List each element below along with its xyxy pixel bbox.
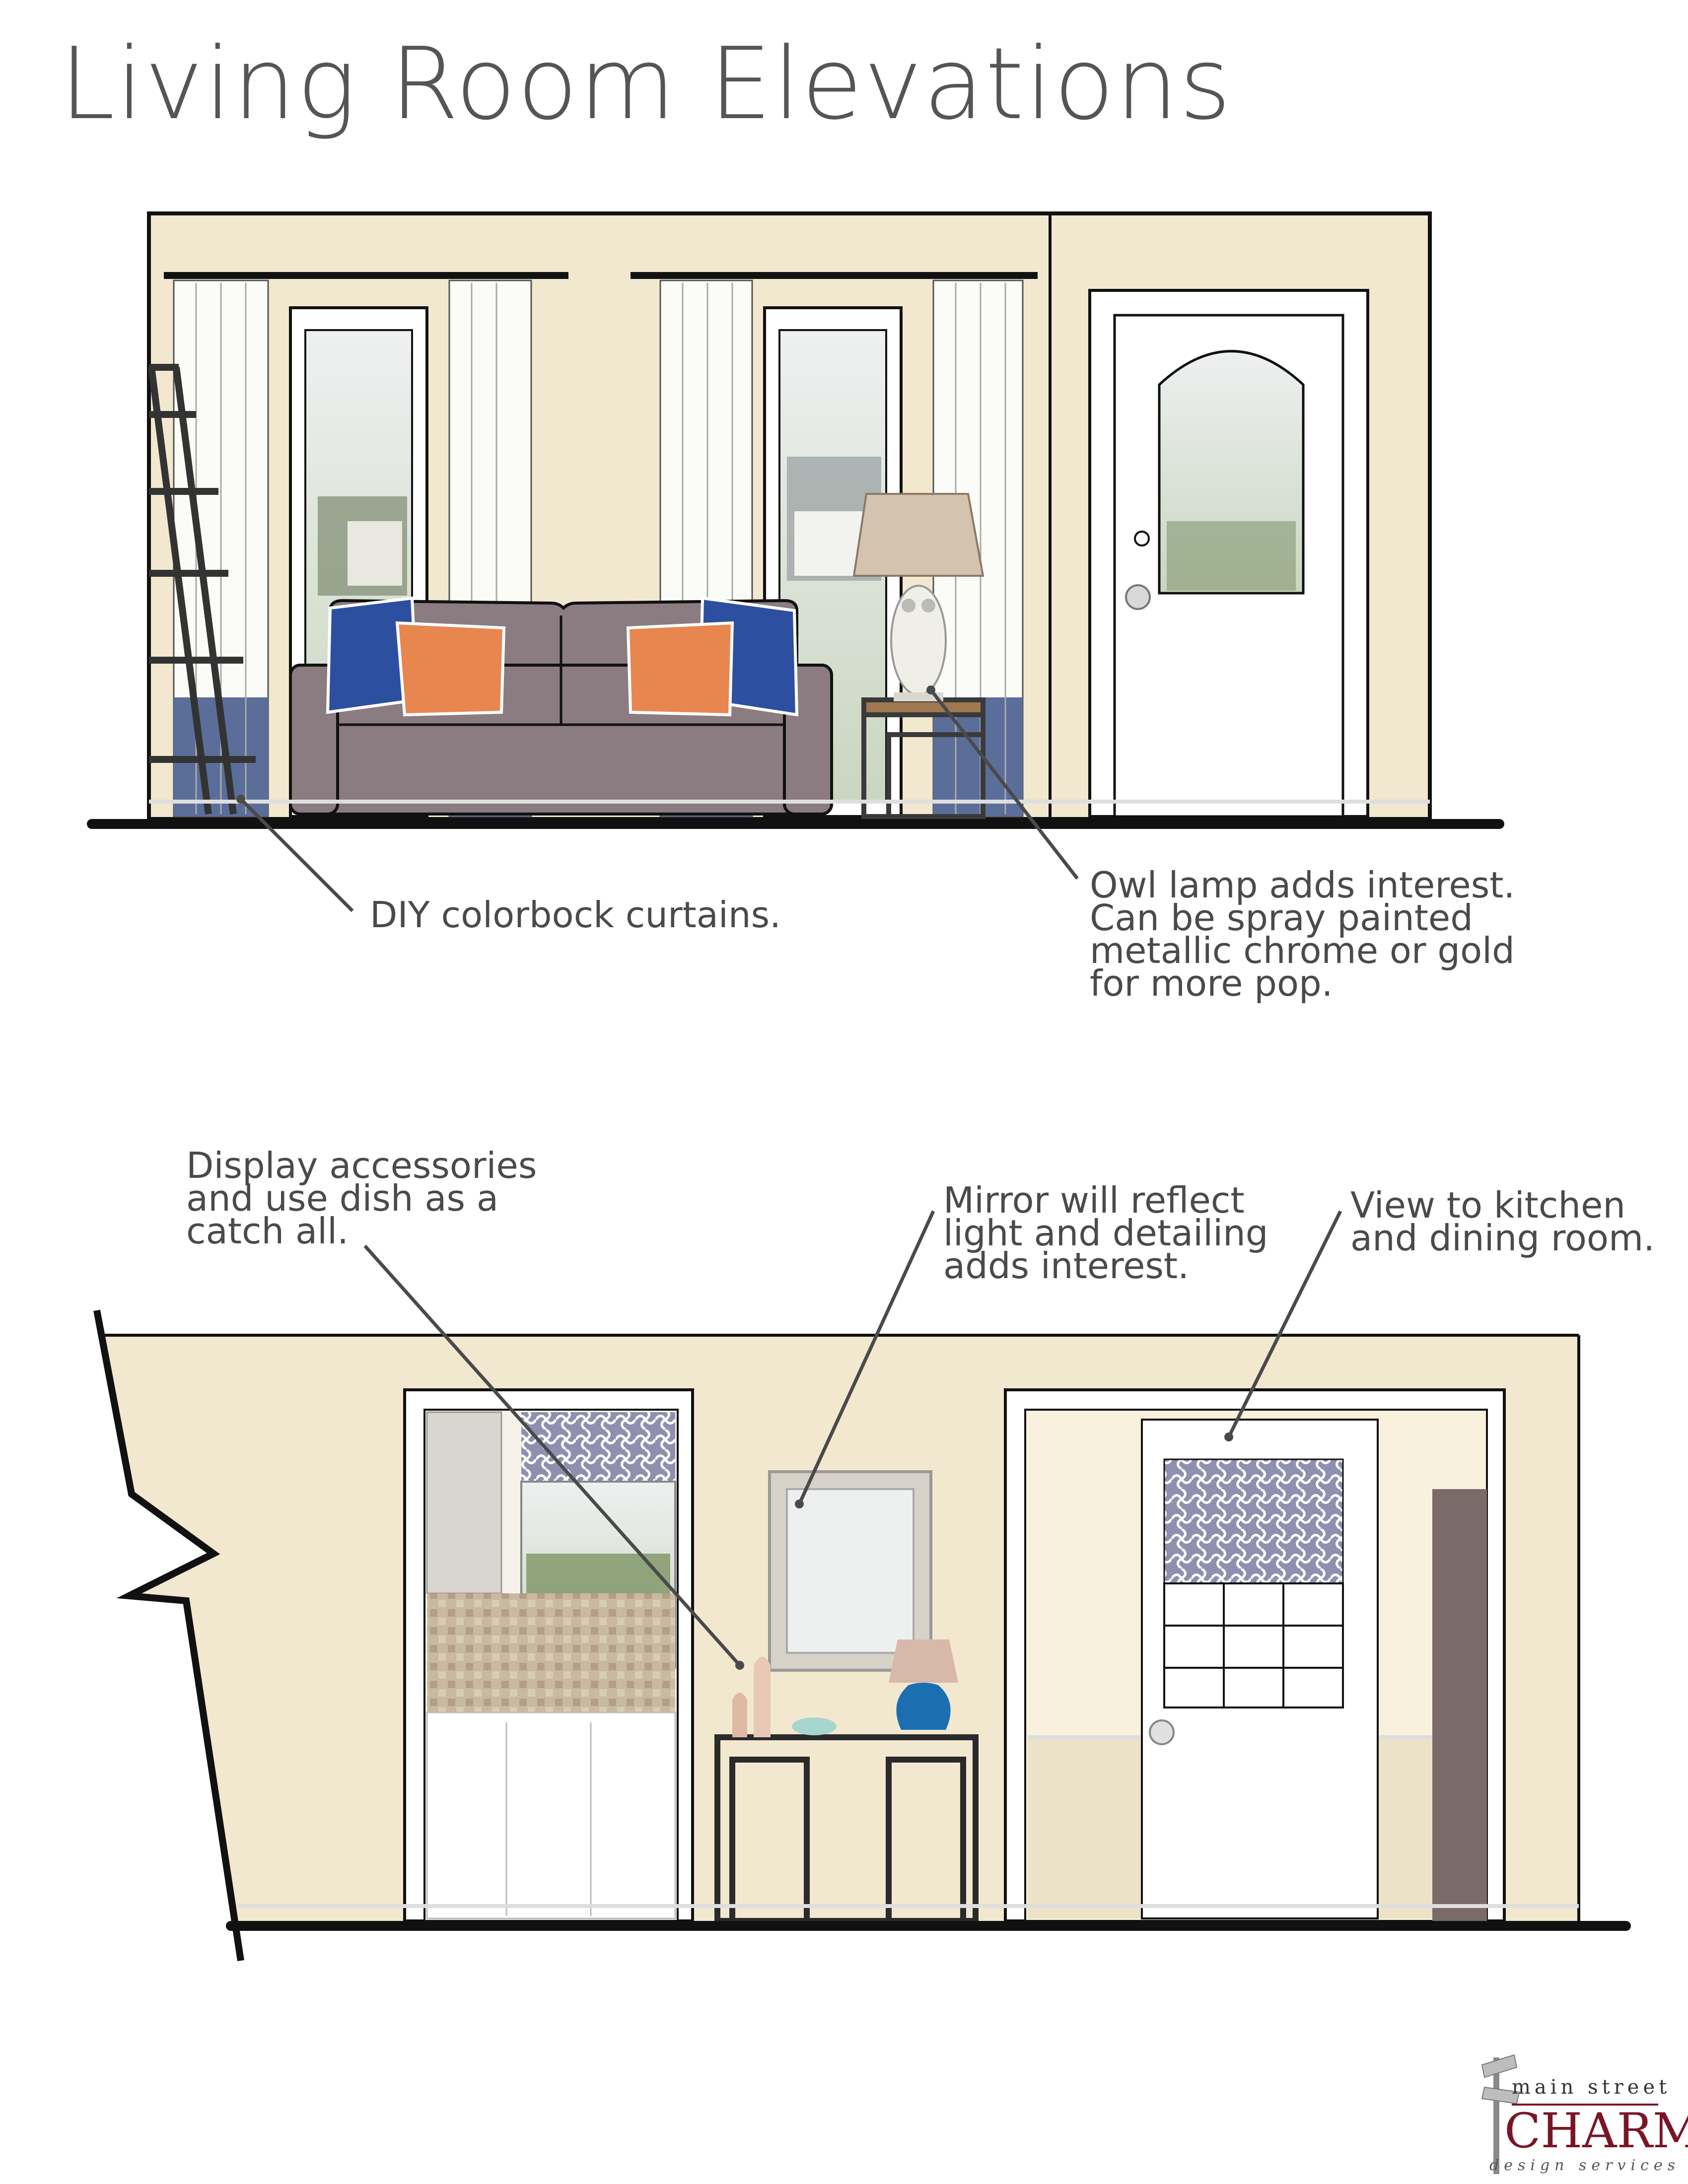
top-elevation	[87, 211, 1504, 912]
owl-lamp-icon	[852, 493, 985, 701]
page-title: Living Room Elevations	[60, 26, 1232, 142]
logo-charm: CHARM	[1504, 2103, 1688, 2159]
callout-mirror: Mirror will reflect light and detailing …	[943, 1179, 1268, 1287]
accessories	[732, 1639, 958, 1737]
door-icon	[1088, 289, 1369, 818]
logo-line1: main street	[1512, 2076, 1671, 2099]
callout-curtains: DIY colorbock curtains.	[370, 894, 781, 936]
bottom-elevation	[93, 1210, 1631, 1962]
ladder-shelf-icon	[148, 364, 256, 815]
sofa-icon	[289, 596, 833, 816]
logo-tagline: design services	[1489, 2157, 1680, 2174]
callout-owl-lamp: Owl lamp adds interest. Can be spray pai…	[1090, 864, 1515, 1004]
callout-view: View to kitchen and dining room.	[1350, 1184, 1655, 1259]
dining-opening	[1004, 1388, 1506, 1922]
nesting-tables	[861, 697, 985, 819]
kitchen-opening	[403, 1388, 694, 1922]
signpost-icon	[1481, 2054, 1520, 2174]
callout-accessories: Display accessories and use dish as a ca…	[186, 1145, 537, 1252]
